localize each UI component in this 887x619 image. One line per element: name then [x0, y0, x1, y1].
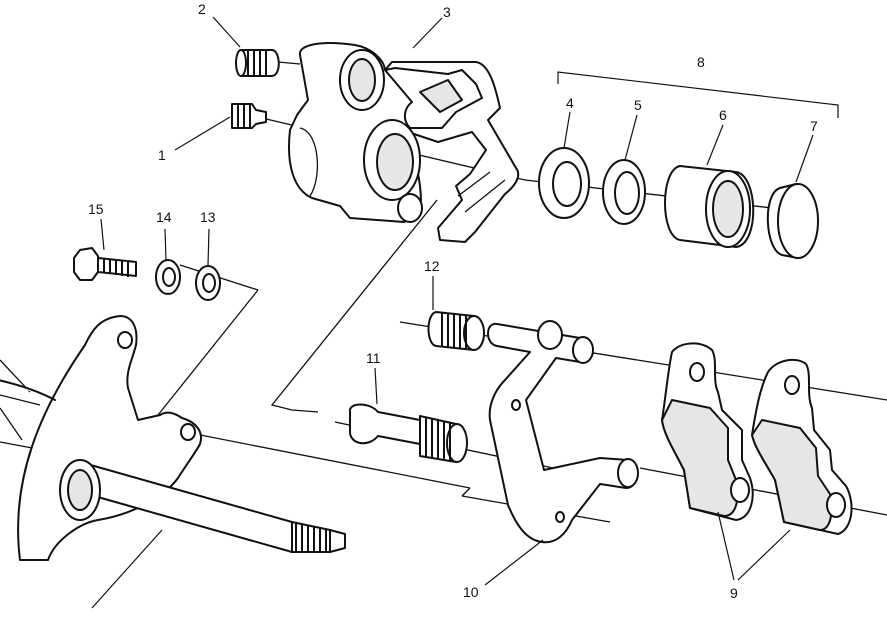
- item-4-seal: [538, 147, 590, 219]
- label-7: 7: [810, 118, 818, 134]
- item-3-caliper: [288, 17, 520, 243]
- axle-shaft: [59, 459, 346, 609]
- label-2: 2: [198, 1, 206, 17]
- item-14-washer: [155, 259, 181, 295]
- item-10-bracket: [487, 320, 639, 544]
- item-11-pin: [348, 403, 468, 463]
- item-2-plug: [235, 49, 280, 77]
- item-7-cap: [766, 183, 819, 259]
- item-5-seal: [602, 159, 646, 225]
- label-10: 10: [463, 584, 479, 600]
- label-1: 1: [158, 147, 166, 163]
- item-1-bleeder-screw: [231, 103, 267, 129]
- item-6-piston: [664, 165, 755, 248]
- label-8: 8: [697, 54, 705, 70]
- label-11: 11: [366, 350, 381, 366]
- item-9-pad-right: [751, 358, 853, 535]
- steering-knuckle: [0, 315, 202, 561]
- label-14: 14: [156, 209, 172, 225]
- label-12: 12: [424, 258, 440, 274]
- leader-lines: [100, 16, 839, 586]
- item-9-pad-left: [661, 342, 754, 521]
- item-12-boot: [427, 311, 485, 351]
- label-9: 9: [730, 585, 738, 601]
- label-4: 4: [566, 95, 574, 111]
- label-15: 15: [88, 201, 104, 217]
- item-13-washer: [195, 265, 221, 301]
- label-6: 6: [719, 107, 727, 123]
- label-5: 5: [634, 97, 642, 113]
- callout-labels: 1 2 3 4 5 6 7 8 9 10 11 12 13 14 15: [88, 1, 818, 601]
- item-15-bolt: [73, 247, 137, 281]
- label-13: 13: [200, 209, 216, 225]
- label-3: 3: [443, 4, 451, 20]
